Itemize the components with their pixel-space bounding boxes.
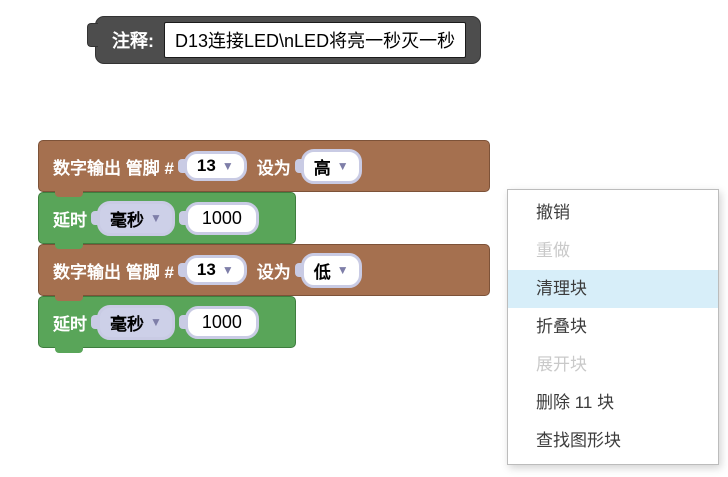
unit-dropdown[interactable]: 毫秒 ▼ <box>97 304 175 340</box>
comment-block[interactable]: 注释: D13连接LED\nLED将亮一秒灭一秒 <box>86 16 482 64</box>
digital-write-prefix-label: 数字输出 管脚 # <box>53 158 174 178</box>
set-label: 设为 <box>256 158 291 178</box>
pin-value: 13 <box>196 156 216 175</box>
menu-item-collapse-blocks[interactable]: 折叠块 <box>536 317 587 336</box>
level-dropdown[interactable]: 高 ▼ <box>300 148 362 184</box>
chevron-down-icon: ▼ <box>150 211 162 225</box>
set-label: 设为 <box>256 262 291 282</box>
menu-item-find-blocks[interactable]: 查找图形块 <box>536 431 621 450</box>
duration-field[interactable]: 1000 <box>184 305 259 339</box>
pin-dropdown[interactable]: 13 ▼ <box>183 255 247 285</box>
chevron-down-icon: ▼ <box>221 159 234 173</box>
duration-field[interactable]: 1000 <box>184 201 259 235</box>
menu-item-expand-blocks: 展开块 <box>536 355 587 374</box>
level-value: 低 <box>313 262 331 282</box>
menu-item-delete-11-blocks[interactable]: 删除 11 块 <box>536 393 615 412</box>
context-menu: 撤销 重做 清理块 折叠块 展开块 删除 11 块 查找图形块 <box>507 189 719 465</box>
digital-write-prefix-label: 数字输出 管脚 # <box>53 262 174 282</box>
menu-item-cleanup-blocks[interactable]: 清理块 <box>508 270 718 308</box>
block-digital-write-1[interactable]: 数字输出 管脚 # 13 ▼ 设为 高 ▼ <box>38 140 490 197</box>
chevron-down-icon: ▼ <box>221 263 234 277</box>
menu-item-redo: 重做 <box>536 241 570 260</box>
chevron-down-icon: ▼ <box>336 159 349 173</box>
pin-dropdown[interactable]: 13 ▼ <box>183 151 247 181</box>
unit-value: 毫秒 <box>110 314 144 334</box>
chevron-down-icon: ▼ <box>336 263 349 277</box>
unit-dropdown[interactable]: 毫秒 ▼ <box>97 200 175 236</box>
level-dropdown[interactable]: 低 ▼ <box>300 252 362 288</box>
block-delay-2[interactable]: 延时 毫秒 ▼ 1000 <box>38 296 296 353</box>
pin-value: 13 <box>196 260 216 279</box>
comment-label: 注释: <box>112 31 154 51</box>
block-delay-1[interactable]: 延时 毫秒 ▼ 1000 <box>38 192 296 249</box>
level-value: 高 <box>313 158 331 178</box>
chevron-down-icon: ▼ <box>150 315 162 329</box>
block-digital-write-2[interactable]: 数字输出 管脚 # 13 ▼ 设为 低 ▼ <box>38 244 490 301</box>
menu-item-undo[interactable]: 撤销 <box>536 203 570 222</box>
delay-label: 延时 <box>53 314 87 334</box>
comment-text-field[interactable]: D13连接LED\nLED将亮一秒灭一秒 <box>164 22 467 58</box>
unit-value: 毫秒 <box>110 210 144 230</box>
delay-label: 延时 <box>53 210 87 230</box>
